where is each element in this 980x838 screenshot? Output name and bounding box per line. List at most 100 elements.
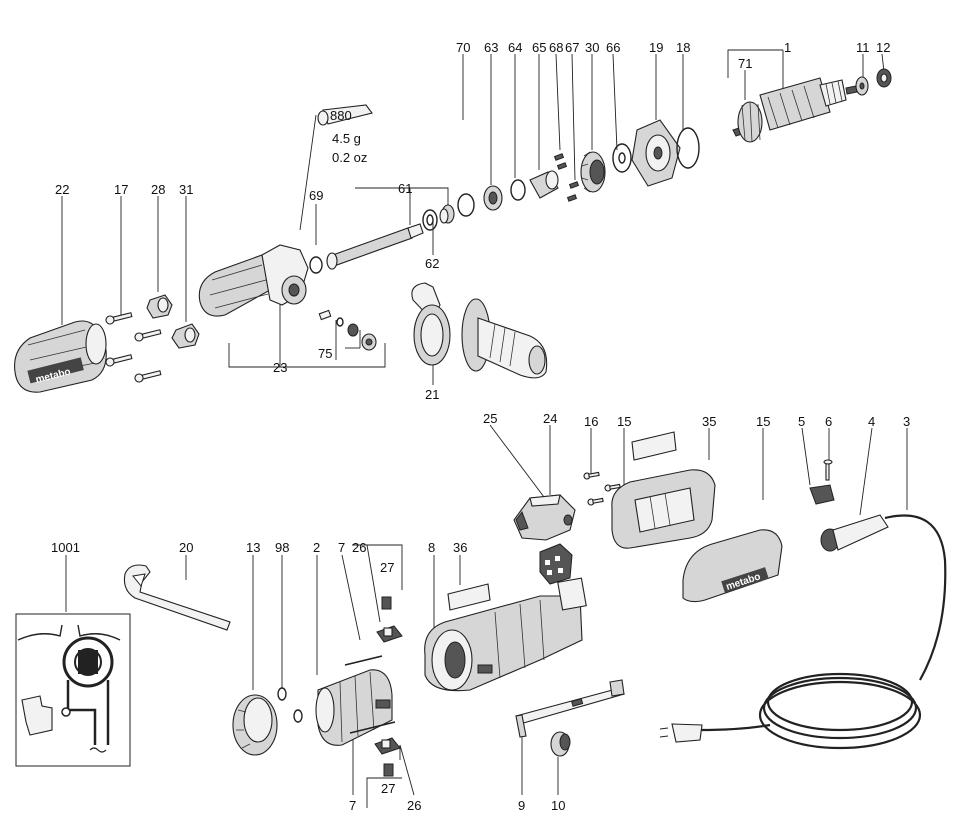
- label-12: 12: [876, 40, 890, 55]
- grease-880: 880 4.5 g 0.2 oz: [317, 104, 373, 165]
- label-24: 24: [543, 411, 557, 426]
- part-4-cable-sleeve: [820, 514, 889, 552]
- label-22: 22: [55, 182, 69, 197]
- label-8: 8: [428, 540, 435, 555]
- part-65-sleeve: [529, 170, 559, 199]
- label-6: 6: [825, 414, 832, 429]
- part-24-switch: [513, 494, 576, 541]
- label-21: 21: [425, 387, 439, 402]
- label-23: 23: [273, 360, 287, 375]
- label-20: 20: [179, 540, 193, 555]
- label-7-a: 7: [338, 540, 345, 555]
- label-26-b: 26: [407, 798, 421, 813]
- part-11-bearing: [855, 76, 869, 96]
- part-61-spindle: [326, 223, 424, 270]
- label-16: 16: [584, 414, 598, 429]
- part-31-collet-nut: [171, 323, 200, 349]
- part-12-bearing: [876, 68, 892, 88]
- label-19: 19: [649, 40, 663, 55]
- label-64: 64: [508, 40, 522, 55]
- part-8-motor-housing: [424, 577, 587, 692]
- part-69-ring: [309, 256, 323, 274]
- part-2-stator: [315, 669, 393, 746]
- part-13-collar: [232, 694, 278, 756]
- label-67: 67: [565, 40, 579, 55]
- part-66-washer: [612, 143, 632, 173]
- label-35: 35: [702, 414, 716, 429]
- part-35-label: [631, 431, 677, 461]
- label-75: 75: [318, 346, 332, 361]
- part-23-gear-housing: [198, 244, 309, 317]
- label-15-a: 15: [617, 414, 631, 429]
- label-3: 3: [903, 414, 910, 429]
- part-67-pins: [566, 181, 580, 202]
- callout-labels: 70 63 64 65 68 67 30 66 19 18 1 71 11 12…: [51, 40, 910, 813]
- part-62-washer: [422, 209, 438, 231]
- label-30: 30: [585, 40, 599, 55]
- part-75-small-parts: [318, 309, 377, 351]
- label-5: 5: [798, 414, 805, 429]
- label-7-b: 7: [349, 798, 356, 813]
- part-1001-schematic: [15, 613, 131, 767]
- label-27-b: 27: [381, 781, 395, 796]
- label-65: 65: [532, 40, 546, 55]
- label-28: 28: [151, 182, 165, 197]
- label-1001: 1001: [51, 540, 80, 555]
- part-98-washer: [277, 687, 287, 701]
- part-28-collet-nut: [146, 294, 173, 319]
- part-30-gear: [580, 151, 606, 193]
- label-9: 9: [518, 798, 525, 813]
- part-10-knob: [550, 731, 571, 757]
- grease-weight-g: 4.5 g: [332, 131, 361, 146]
- grease-code: 880: [330, 108, 352, 123]
- part-16-screws: [583, 471, 621, 506]
- label-98: 98: [275, 540, 289, 555]
- part-98-washer-2: [293, 709, 303, 723]
- part-5-clamp: [809, 484, 835, 505]
- label-11: 11: [856, 40, 870, 55]
- label-66: 66: [606, 40, 620, 55]
- part-3-power-cable: [659, 514, 947, 750]
- part-25-electronics: [539, 543, 573, 585]
- leader-lines: [61, 49, 908, 808]
- label-4: 4: [868, 414, 875, 429]
- part-36-label: [447, 583, 491, 611]
- label-63: 63: [484, 40, 498, 55]
- label-1: 1: [784, 40, 791, 55]
- part-22-nose-cap: metabo: [14, 320, 107, 393]
- label-62: 62: [425, 256, 439, 271]
- label-13: 13: [246, 540, 260, 555]
- part-70-ring: [457, 193, 475, 217]
- part-6-screw: [823, 459, 833, 481]
- label-25: 25: [483, 411, 497, 426]
- label-31: 31: [179, 182, 193, 197]
- part-7-wire-top: [344, 655, 383, 666]
- label-10: 10: [551, 798, 565, 813]
- label-68: 68: [549, 40, 563, 55]
- label-61: 61: [398, 181, 412, 196]
- label-2: 2: [313, 540, 320, 555]
- part-64-ring: [510, 179, 526, 201]
- label-26-a: 26: [352, 540, 366, 555]
- part-63-bearing: [483, 185, 503, 211]
- part-15-cover: metabo: [682, 529, 783, 603]
- part-19-flange: [631, 119, 681, 187]
- part-27-brush-top: [381, 596, 392, 610]
- part-7-wire-bottom: [349, 721, 396, 734]
- label-15-b: 15: [756, 414, 770, 429]
- part-26-brush-holder-bottom: [374, 737, 401, 755]
- part-68-pins: [553, 153, 568, 170]
- label-70: 70: [456, 40, 470, 55]
- part-21-side-handle: [411, 282, 548, 379]
- part-17-screws: [105, 312, 162, 383]
- part-18-o-ring: [676, 127, 700, 169]
- part-27-brush-bottom: [383, 763, 394, 777]
- part-15-housing-shell: [611, 469, 716, 549]
- label-36: 36: [453, 540, 467, 555]
- part-26-brush-holder-top: [376, 625, 403, 643]
- label-27-a: 27: [380, 560, 394, 575]
- part-9-slide: [515, 679, 625, 738]
- part-61-bush: [439, 204, 455, 224]
